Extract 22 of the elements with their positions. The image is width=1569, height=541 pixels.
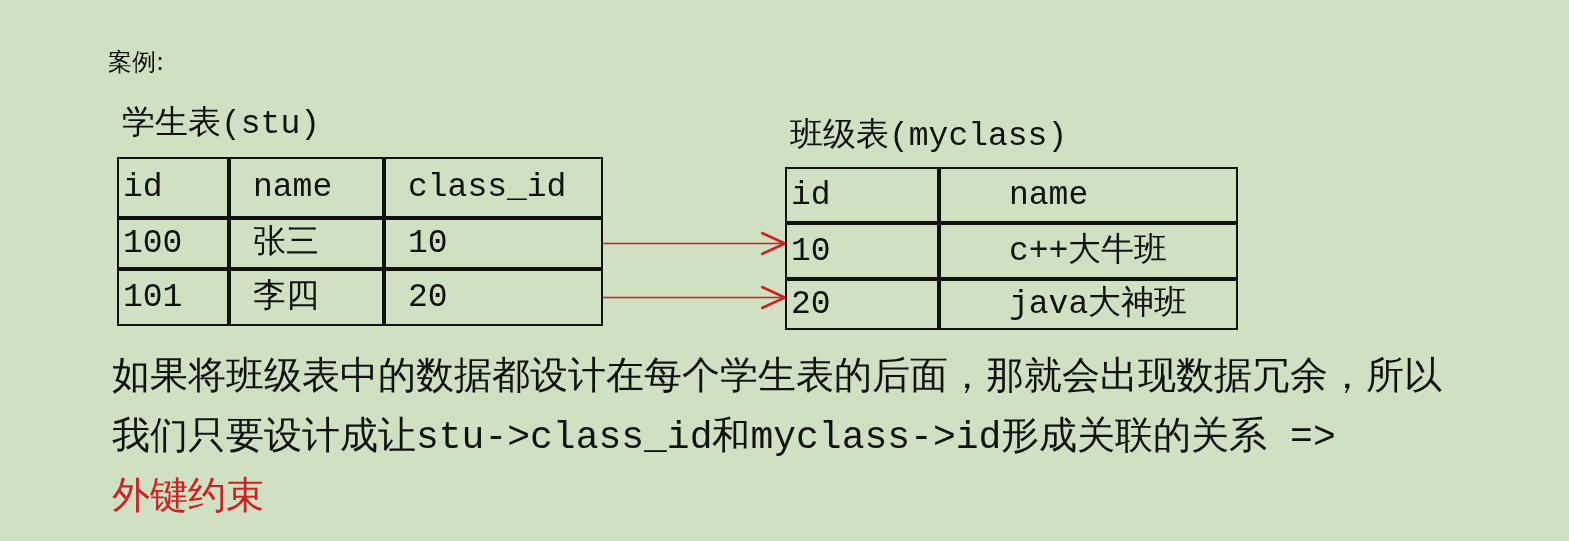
table-cell: 李四 — [229, 269, 384, 326]
table-cell: 张三 — [229, 218, 384, 269]
arrow — [602, 231, 787, 256]
table-cell: name — [229, 157, 384, 218]
highlighted-term: 外键约束 — [112, 476, 264, 519]
explanation-text: 如果将班级表中的数据都设计在每个学生表的后面，那就会出现数据冗余，所以我们只要设计成让stu->class_id和myclass->id形成关联的关系 => — [112, 356, 1442, 459]
table-cell: c++大牛班 — [939, 223, 1238, 279]
heading: 案例: — [108, 47, 165, 78]
table-cell: name — [939, 167, 1238, 223]
arrow — [602, 285, 787, 310]
table-cell: 20 — [384, 269, 603, 326]
table-title: 学生表(stu) — [122, 105, 321, 145]
table-title: 班级表(myclass) — [790, 117, 1068, 157]
table-cell: 101 — [117, 269, 229, 326]
table-cell: 10 — [785, 223, 939, 279]
table-cell: 20 — [785, 279, 939, 330]
table-cell: java大神班 — [939, 279, 1238, 330]
table-cell: 100 — [117, 218, 229, 269]
table-cell: id — [117, 157, 229, 218]
table-cell: 10 — [384, 218, 603, 269]
table-cell: class_id — [384, 157, 603, 218]
table-cell: id — [785, 167, 939, 223]
